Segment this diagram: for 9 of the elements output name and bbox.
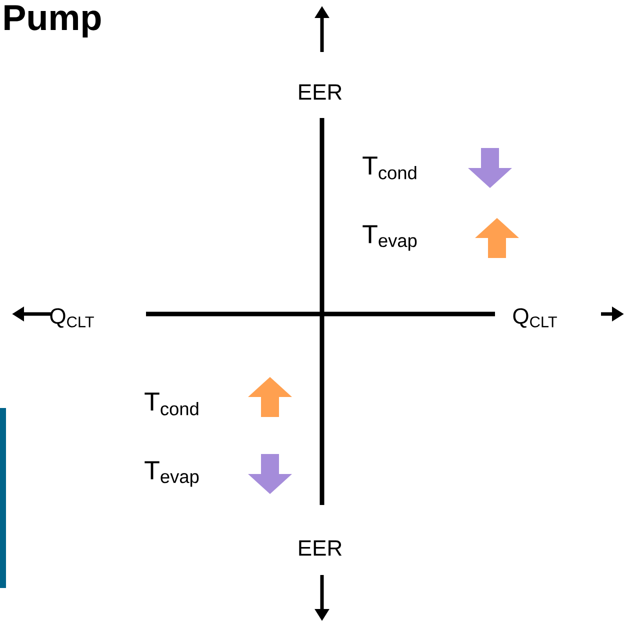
title: Pump <box>4 5 101 38</box>
axis-label: EER <box>299 84 342 100</box>
axis-label: T$_{evap}$ <box>144 461 199 487</box>
axis-label: T$_{evap}$ <box>362 225 417 251</box>
axis-label: T$_{cond}$ <box>144 392 198 416</box>
axis-label: T$_{cond}$ <box>362 156 416 180</box>
axis-label: EER <box>299 540 342 556</box>
axis-label: Q$_{CLT}$ <box>513 308 557 328</box>
axis-label: Q$_{CLT}$ <box>50 308 94 328</box>
